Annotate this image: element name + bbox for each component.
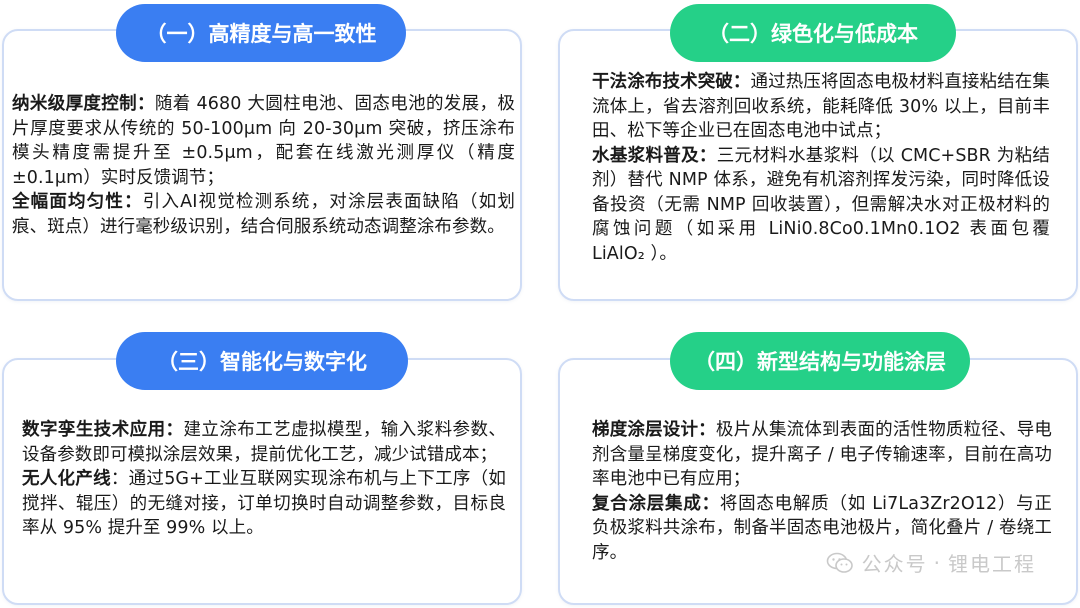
item-heading: 数字孪生技术应用： [22,420,184,440]
section-3-item-1: 数字孪生技术应用：建立涂布工艺虚拟模型，输入浆料参数、设备参数即可模拟涂层效果，… [22,418,506,467]
wechat-icon [826,552,853,573]
section-2-item-1: 干法涂布技术突破：通过热压将固态电极材料直接粘结在集流体上，省去溶剂回收系统，能… [592,70,1050,144]
item-heading: 纳米级厚度控制： [12,94,155,114]
section-4-item-2: 复合涂层集成：将固态电解质（如 Li7La3Zr2O12）与正负极浆料共涂布，制… [592,492,1052,566]
section-2-item-2: 水基浆料普及：三元材料水基浆料（以 CMC+SBR 为粘结剂）替代 NMP 体系… [592,144,1050,267]
section-3-item-2: 无人化产线：通过5G+工业互联网实现涂布机与上下工序（如搅拌、辊压）的无缝对接，… [22,467,506,541]
item-heading: 水基浆料普及： [592,145,717,166]
watermark-separator: · [933,550,942,575]
item-heading: 全幅面均匀性： [12,192,143,212]
item-text: 随着 4680 大圆柱电池、固态电池的发展，极片厚度要求从传统的 50-100μ… [12,94,515,188]
section-body-2: 干法涂布技术突破：通过热压将固态电极材料直接粘结在集流体上，省去溶剂回收系统，能… [592,70,1050,266]
item-heading: 梯度涂层设计： [592,420,716,440]
item-text: 建立涂布工艺虚拟模型，输入浆料参数、设备参数即可模拟涂层效果，提前优化工艺，减少… [22,420,506,465]
item-text: ：通过5G+工业互联网实现涂布机与上下工序（如搅拌、辊压）的无缝对接，订单切换时… [22,469,507,538]
item-heading: 干法涂布技术突破： [592,72,751,92]
section-body-4: 梯度涂层设计：极片从集流体到表面的活性物质粒径、导电剂含量呈梯度变化，提升离子 … [592,418,1052,565]
item-text: 引入AI视觉检测系统，对涂层表面缺陷（如划痕、斑点）进行毫秒级识别，结合伺服系统… [12,192,516,237]
item-text: 极片从集流体到表面的活性物质粒径、导电剂含量呈梯度变化，提升离子 / 电子传输速… [592,420,1052,489]
item-text: 将固态电解质（如 Li7La3Zr2O12）与正负极浆料共涂布，制备半固态电池极… [592,493,1052,563]
section-body-1: 纳米级厚度控制：随着 4680 大圆柱电池、固态电池的发展，极片厚度要求从传统的… [12,92,515,239]
item-heading: 无人化产线 [22,469,111,489]
section-card-4 [558,358,1078,605]
watermark-account-label: 公众号 [861,552,928,576]
section-1-item-2: 全幅面均匀性：引入AI视觉检测系统，对涂层表面缺陷（如划痕、斑点）进行毫秒级识别… [12,190,515,239]
item-text: 通过热压将固态电极材料直接粘结在集流体上，省去溶剂回收系统，能耗降低 30% 以… [592,72,1050,141]
section-title-2: （二）绿色化与低成本 [670,4,956,62]
section-title-3: （三）智能化与数字化 [116,332,408,390]
watermark-account-name: 锂电工程 [948,552,1036,576]
item-heading: 复合涂层集成： [592,493,720,514]
item-text: 三元材料水基浆料（以 CMC+SBR 为粘结剂）替代 NMP 体系，避免有机溶剂… [592,145,1050,264]
section-title-1: （一）高精度与高一致性 [116,4,406,62]
section-1-item-1: 纳米级厚度控制：随着 4680 大圆柱电池、固态电池的发展，极片厚度要求从传统的… [12,92,515,190]
section-4-item-1: 梯度涂层设计：极片从集流体到表面的活性物质粒径、导电剂含量呈梯度变化，提升离子 … [592,418,1052,492]
section-card-3 [2,358,522,605]
section-card-1 [2,29,522,301]
watermark: 公众号 · 锂电工程 [826,548,1036,577]
section-title-4: （四）新型结构与功能涂层 [670,332,970,390]
section-body-3: 数字孪生技术应用：建立涂布工艺虚拟模型，输入浆料参数、设备参数即可模拟涂层效果，… [22,418,506,541]
